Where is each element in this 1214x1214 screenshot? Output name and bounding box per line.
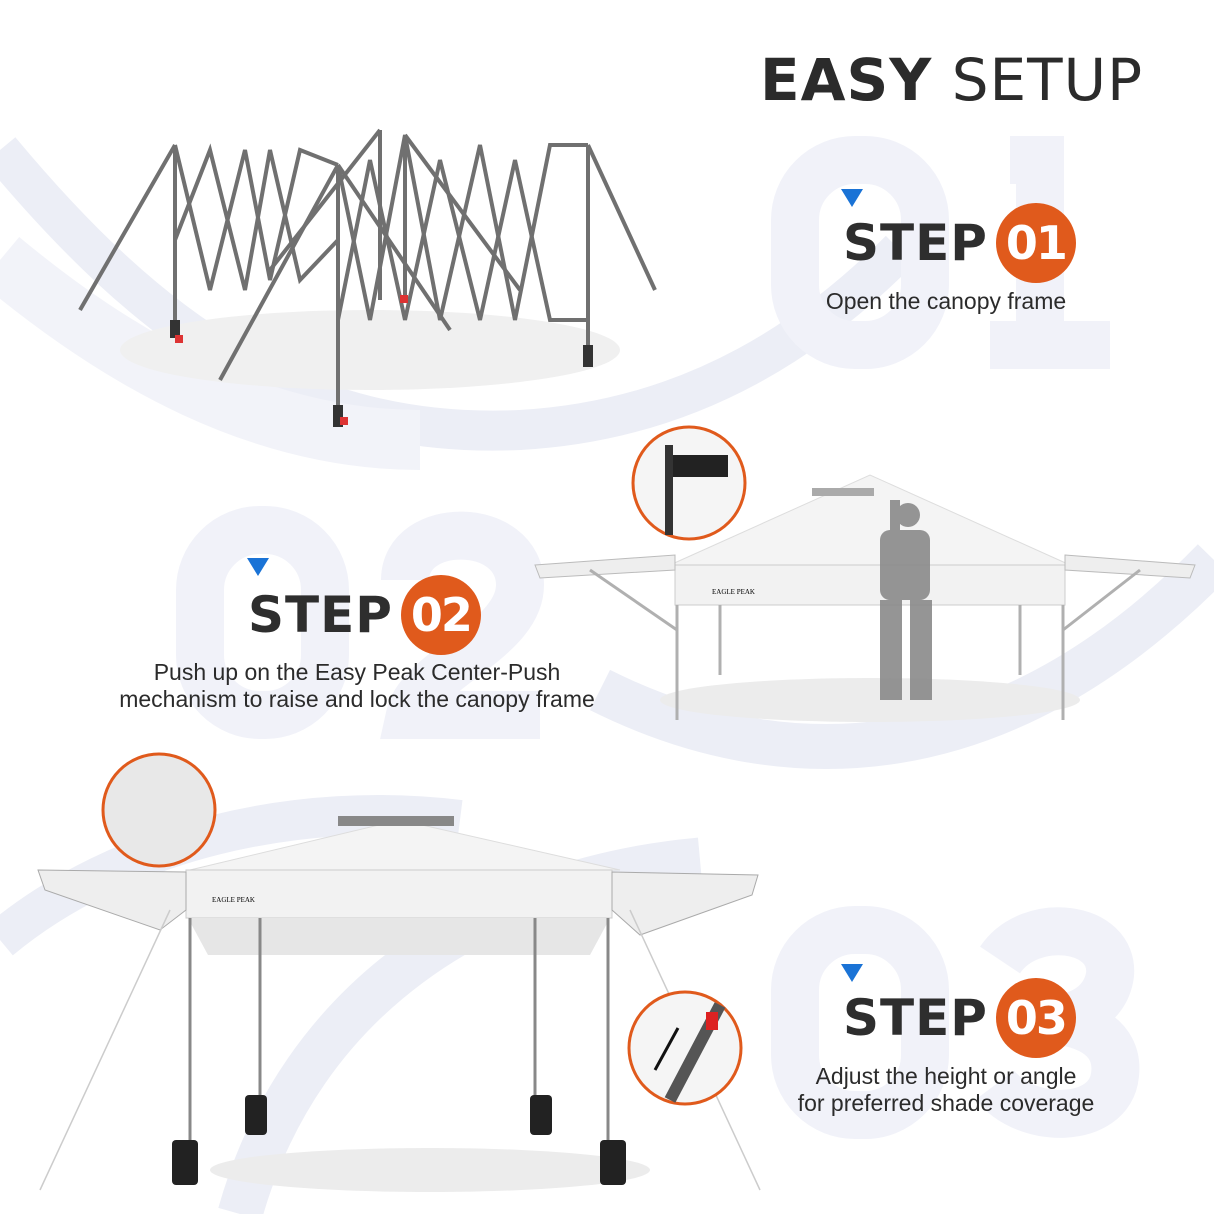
adjust-arrow-icon xyxy=(653,1027,680,1071)
step-02-caption-line-1: Push up on the Easy Peak Center-Push xyxy=(153,659,561,685)
adjustable-canopy-with-weights-image: EAGLE PEAK xyxy=(37,752,761,1192)
step-02-marker-icon xyxy=(247,558,269,576)
brand-logo: EAGLE PEAK xyxy=(712,588,755,596)
step-03-caption: Adjust the height or angle for preferred… xyxy=(696,1063,1196,1117)
step-01-caption-line: Open the canopy frame xyxy=(825,288,1067,314)
step-03-caption-line-1: Adjust the height or angle xyxy=(815,1063,1077,1089)
step-01-label: STEP xyxy=(843,214,988,272)
step-02-label: STEP xyxy=(248,586,393,644)
step-02-number-badge: 02 xyxy=(400,575,481,655)
step-03-marker-icon xyxy=(841,964,863,982)
step-01-number-badge: 01 xyxy=(995,203,1076,283)
raised-canopy-with-person-image: EAGLE PEAK xyxy=(534,425,1196,722)
title-bold: EASY xyxy=(760,46,933,114)
step-03-heading: STEP 03 xyxy=(843,978,1076,1058)
brand-logo: EAGLE PEAK xyxy=(212,896,255,904)
title-regular: SETUP xyxy=(951,46,1144,114)
step-02-heading: STEP 02 xyxy=(248,575,481,655)
step-02-caption-line-2: mechanism to raise and lock the canopy f… xyxy=(119,686,595,712)
step-03-number-badge: 03 xyxy=(995,978,1076,1058)
step-03-label: STEP xyxy=(843,989,988,1047)
page-title: EASY SETUP xyxy=(760,46,1143,114)
step-01-heading: STEP 01 xyxy=(843,203,1076,283)
watermark-number-02 xyxy=(176,506,545,739)
step-01-caption: Open the canopy frame xyxy=(746,288,1146,315)
step-01-marker-icon xyxy=(841,189,863,207)
collapsed-canopy-frame-image xyxy=(78,128,657,427)
step-03-caption-line-2: for preferred shade coverage xyxy=(797,1090,1095,1116)
watermark-number-01 xyxy=(771,136,1110,369)
step-02-caption: Push up on the Easy Peak Center-Push mec… xyxy=(57,659,657,713)
